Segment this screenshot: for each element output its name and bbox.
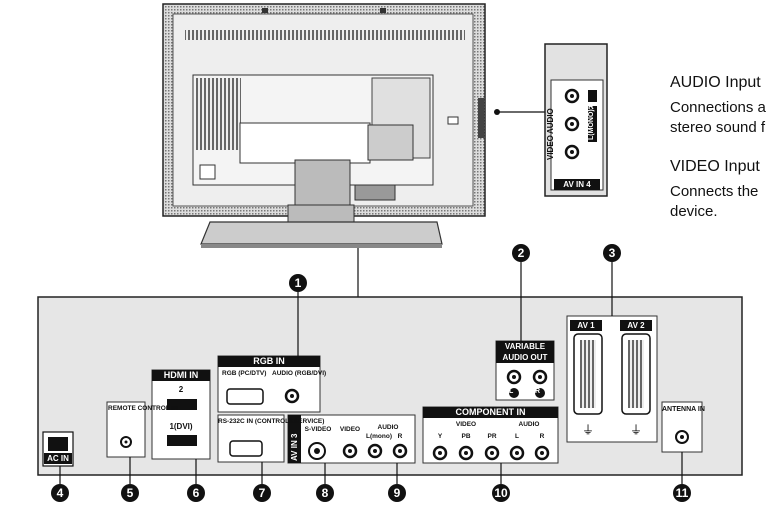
hdmi-2-label: 2 xyxy=(178,385,184,394)
antenna-in-label: ANTENNA IN xyxy=(662,406,705,413)
callout-10: 10 xyxy=(492,484,510,502)
component-pb-label: PB xyxy=(461,433,471,440)
svg-text:⏚: ⏚ xyxy=(630,423,642,437)
remote-control-in-label: REMOTE CONTROL IN xyxy=(108,405,178,412)
av2-label: AV 2 xyxy=(620,320,652,331)
component-audio-label: AUDIO xyxy=(518,421,540,428)
av3-audio-label: AUDIO xyxy=(377,424,399,431)
audio-input-line-1: Connections a xyxy=(670,99,766,116)
audio-input-line-2: stereo sound f xyxy=(670,119,766,136)
vao-r-label: R xyxy=(535,388,541,395)
rgb-pc-dtv-label: RGB (PC/DTV) xyxy=(222,370,267,377)
av3-video-label: VIDEO xyxy=(339,426,361,433)
variable-audio-out-label: VARIABLE AUDIO OUT xyxy=(496,341,554,363)
ac-in-label: AC IN xyxy=(44,453,72,464)
av3-r-label: R xyxy=(397,433,403,440)
component-video-label: VIDEO xyxy=(455,421,477,428)
av4-r-label: R xyxy=(588,102,594,111)
callout-7: 7 xyxy=(253,484,271,502)
hdmi-in-label: HDMI IN xyxy=(152,370,210,381)
av4-video-label: VIDEO xyxy=(546,135,555,160)
audio-input-heading: AUDIO Input xyxy=(670,74,761,91)
av4-audio-label: AUDIO xyxy=(546,108,555,134)
component-y-label: Y xyxy=(437,433,443,440)
component-l-label: L xyxy=(515,433,519,440)
component-pr-label: PR xyxy=(487,433,497,440)
callout-11: 11 xyxy=(673,484,691,502)
rgb-audio-label: AUDIO (RGB/DVI) xyxy=(272,370,327,377)
svg-text:⏚: ⏚ xyxy=(582,423,594,437)
s-video-label: S-VIDEO xyxy=(304,426,332,433)
component-in-label: COMPONENT IN xyxy=(423,407,558,418)
callout-1: 1 xyxy=(289,274,307,292)
av1-label: AV 1 xyxy=(570,320,602,331)
av-in-4-panel xyxy=(544,43,608,197)
component-r-label: R xyxy=(539,433,545,440)
video-input-heading: VIDEO Input xyxy=(670,158,760,175)
vao-l-label: L xyxy=(509,388,514,395)
callout-5: 5 xyxy=(121,484,139,502)
callout-8: 8 xyxy=(316,484,334,502)
callout-4: 4 xyxy=(51,484,69,502)
rs232c-label: RS-232C IN (CONTROL&SERVICE) xyxy=(218,418,325,425)
av-in-3-label: AV IN 3 xyxy=(290,433,299,461)
callout-6: 6 xyxy=(187,484,205,502)
av4-l-mono-label: L(MONO) xyxy=(588,109,595,140)
callout-3: 3 xyxy=(603,244,621,262)
callout-2: 2 xyxy=(512,244,530,262)
tv-back-view xyxy=(162,3,486,248)
callout-9: 9 xyxy=(388,484,406,502)
hdmi-1-dvi-label: 1(DVI) xyxy=(169,422,193,431)
callout-lines xyxy=(59,262,683,484)
video-input-line-1: Connects the xyxy=(670,183,759,200)
rgb-in-label: RGB IN xyxy=(218,356,320,367)
av3-l-mono-label: L(mono) xyxy=(366,433,392,440)
av4-title: AV IN 4 xyxy=(554,179,600,190)
video-input-line-2: device. xyxy=(670,203,718,220)
